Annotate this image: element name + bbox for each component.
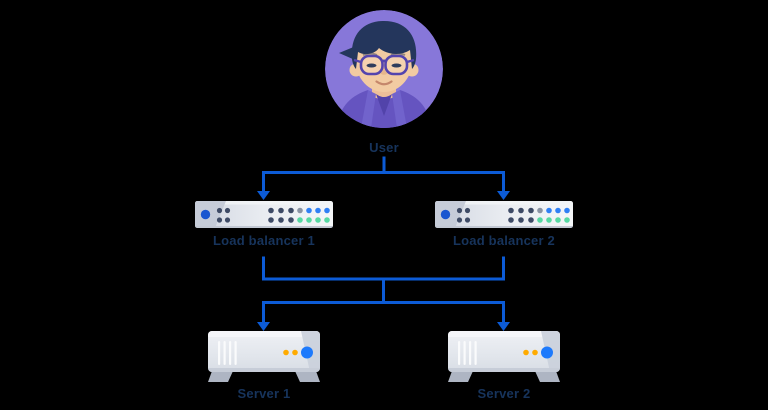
edge-load-balancers-to-bus bbox=[262, 256, 505, 281]
edge-bus-to-servers bbox=[262, 301, 505, 323]
server-icon bbox=[208, 331, 320, 383]
arrow-down-icon bbox=[497, 322, 510, 331]
server-icon bbox=[448, 331, 560, 383]
node-user bbox=[325, 10, 443, 128]
node-server-1 bbox=[208, 331, 320, 383]
node-load-balancer-1 bbox=[195, 201, 333, 228]
user-label: User bbox=[369, 140, 399, 155]
server-2-label: Server 2 bbox=[477, 386, 531, 401]
arrow-down-icon bbox=[497, 191, 510, 200]
node-server-2 bbox=[448, 331, 560, 383]
load-balancer-icon bbox=[195, 201, 333, 228]
load-balancer-1-label: Load balancer 1 bbox=[213, 233, 315, 248]
load-balancer-2-label: Load balancer 2 bbox=[453, 233, 555, 248]
node-load-balancer-2 bbox=[435, 201, 573, 228]
user-avatar-icon bbox=[325, 10, 443, 128]
edge-user-to-load-balancers bbox=[262, 171, 505, 192]
load-balancer-icon bbox=[435, 201, 573, 228]
arrow-down-icon bbox=[257, 191, 270, 200]
arrow-down-icon bbox=[257, 322, 270, 331]
server-1-label: Server 1 bbox=[237, 386, 291, 401]
